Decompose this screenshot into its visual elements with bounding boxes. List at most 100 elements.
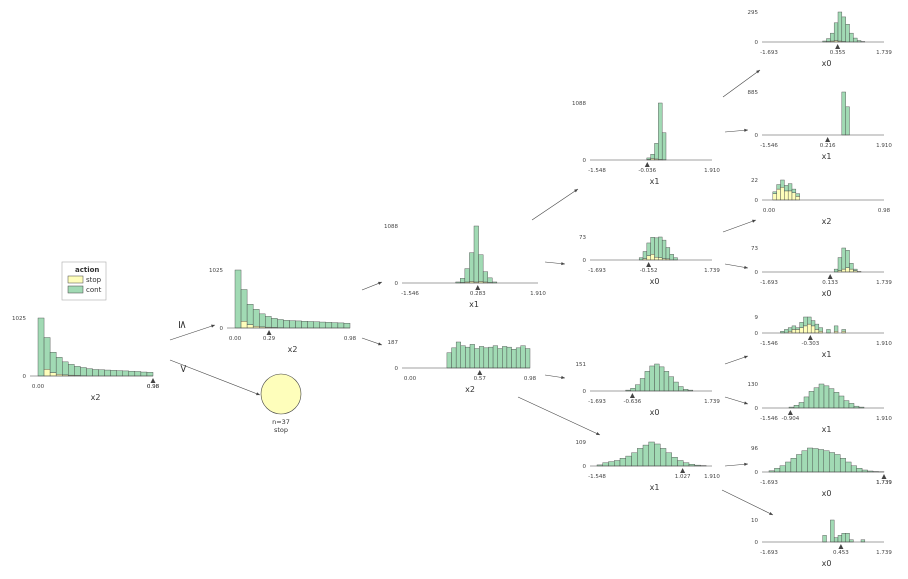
bar-cont: [846, 250, 850, 267]
y-tick-zero: 0: [755, 40, 759, 46]
x-tick-max: 1.910: [704, 168, 720, 174]
split-marker: [680, 468, 685, 473]
edge-label-le: ≤: [176, 320, 189, 329]
bar-cont: [850, 263, 854, 269]
bar-cont: [662, 133, 666, 160]
bar-cont: [678, 387, 683, 391]
bar-cont: [247, 304, 253, 324]
x-tick-max: 1.910: [876, 416, 892, 422]
bar-cont: [283, 320, 289, 328]
x-tick-max: 1.910: [704, 474, 720, 480]
bar-cont: [850, 33, 854, 42]
x-tick-max: 1.739: [704, 268, 720, 274]
x-tick-min: -1.548: [588, 474, 606, 480]
bar-cont: [838, 535, 842, 542]
bar-cont: [839, 396, 844, 408]
split-marker: [477, 370, 482, 375]
bar-cont: [683, 463, 689, 466]
y-tick-max: 73: [579, 235, 586, 241]
bar-cont: [493, 346, 498, 368]
split-value: 0.98: [147, 384, 160, 390]
bar-cont: [827, 329, 831, 333]
bar-cont: [809, 391, 814, 408]
bar-cont: [308, 321, 314, 328]
bar-cont: [807, 448, 812, 472]
bar-cont: [777, 185, 781, 190]
split-value: 0.453: [833, 550, 849, 556]
bar-cont: [277, 320, 283, 328]
leaf-class-label: stop: [274, 426, 288, 434]
bar-stop: [796, 196, 800, 200]
bar-cont: [796, 194, 800, 197]
bar-stop: [842, 269, 846, 272]
bar-cont: [465, 347, 470, 368]
bar-cont: [320, 322, 326, 328]
bar-stop: [658, 258, 662, 260]
arrowhead: [256, 392, 260, 395]
bar-cont: [804, 397, 809, 408]
bar-cont: [62, 362, 68, 375]
bar-cont: [666, 453, 672, 466]
y-tick-max: 73: [751, 246, 758, 252]
bar-cont: [834, 23, 838, 41]
bar-cont: [296, 321, 302, 328]
bar-cont: [632, 453, 638, 466]
arrowheads: [211, 70, 773, 515]
bar-cont: [791, 458, 796, 472]
bar-cont: [470, 344, 475, 368]
arrowhead: [744, 401, 748, 404]
bar-cont: [614, 460, 620, 466]
bar-stop: [800, 328, 804, 333]
split-marker: [645, 162, 650, 167]
y-tick-max: 22: [751, 178, 758, 184]
legend-swatch-cont: [68, 286, 83, 293]
y-tick-max: 130: [748, 382, 759, 388]
bar-cont: [802, 451, 807, 472]
y-tick-zero: 0: [755, 198, 759, 204]
bar-stop: [773, 194, 777, 200]
split-marker: [646, 262, 651, 267]
x-tick-max: 1.910: [876, 341, 892, 347]
bar-cont: [824, 451, 829, 472]
y-tick-max: 151: [576, 362, 587, 368]
y-tick-zero: 0: [755, 406, 759, 412]
arrowhead: [756, 70, 760, 73]
y-tick-zero: 0: [583, 464, 587, 470]
y-tick-max: 1088: [384, 224, 398, 230]
bar-cont: [660, 448, 666, 466]
y-tick-zero: 0: [755, 540, 759, 546]
feature-label: x2: [465, 385, 475, 394]
bar-cont: [643, 445, 649, 466]
x-tick-max: 1.910: [876, 143, 892, 149]
x-tick-max: 0.98: [524, 376, 537, 382]
split-marker: [828, 274, 833, 279]
bar-stop: [850, 269, 854, 272]
bar-cont: [235, 270, 241, 328]
split-value: -0.152: [640, 268, 658, 274]
bar-cont: [326, 322, 332, 328]
y-tick-max: 10: [751, 518, 758, 524]
feature-label: x1: [822, 350, 832, 359]
edge-n7-l8: [722, 490, 773, 515]
bar-stop: [777, 189, 781, 200]
legend-title: action: [75, 266, 99, 274]
bar-cont: [838, 12, 842, 41]
bar-cont: [484, 348, 489, 368]
bar-cont: [846, 24, 850, 42]
y-tick-zero: 0: [755, 331, 759, 337]
bar-cont: [68, 364, 74, 375]
bar-cont: [674, 382, 679, 391]
x-tick-max: 1.910: [530, 291, 546, 297]
bar-cont: [781, 180, 785, 187]
feature-label: x0: [650, 277, 660, 286]
bar-cont: [792, 189, 796, 193]
bar-cont: [488, 347, 493, 368]
bar-cont: [620, 458, 626, 466]
